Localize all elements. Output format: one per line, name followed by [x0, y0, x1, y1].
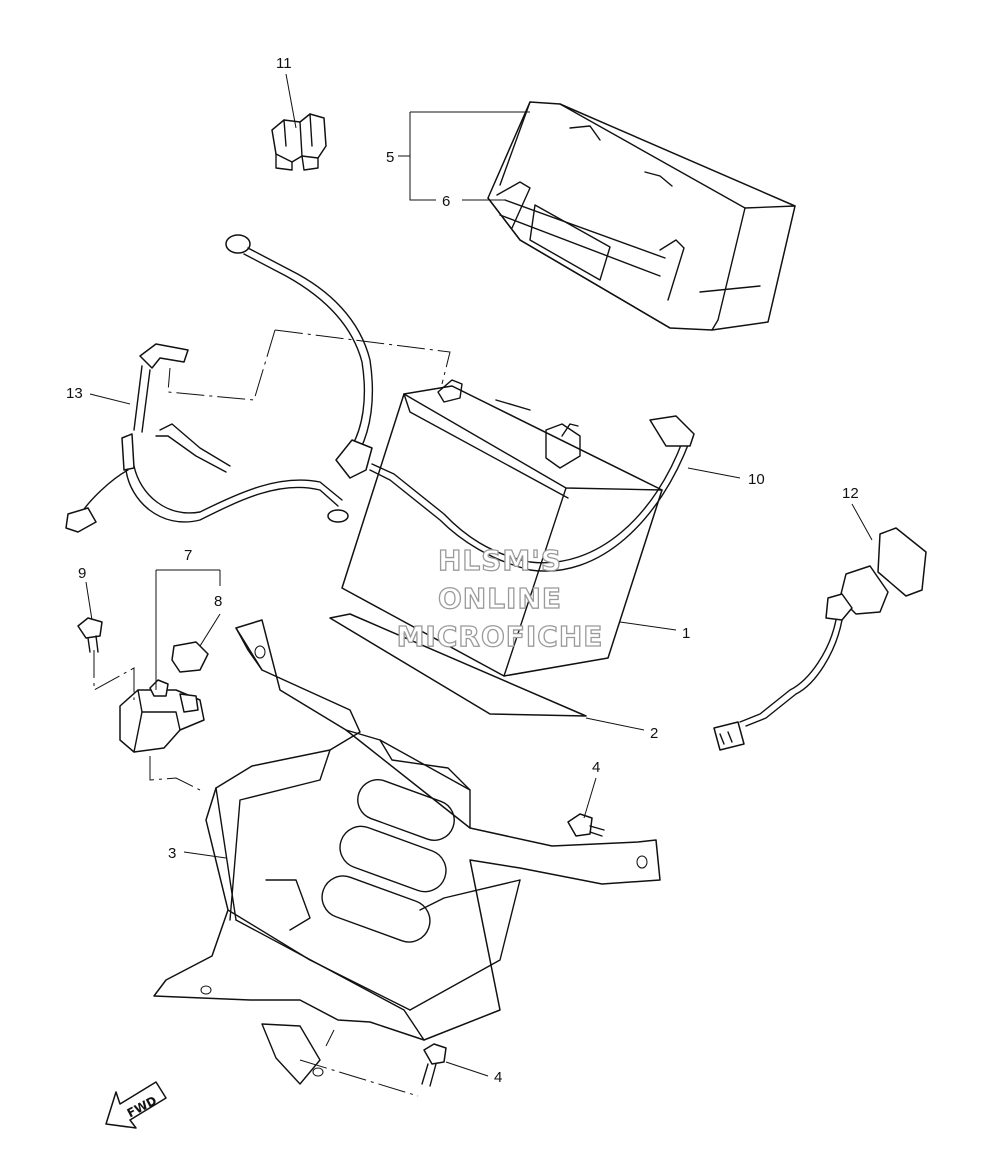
cover-strap[interactable] [499, 199, 666, 277]
callout-2[interactable]: 2 [650, 725, 658, 742]
forward-direction-arrow: FWD [105, 1081, 167, 1129]
watermark-line-3: MICROFICHE [397, 620, 604, 653]
cable-clip[interactable] [271, 113, 327, 171]
callout-11[interactable]: 11 [276, 55, 292, 72]
battery[interactable] [341, 379, 663, 677]
battery-cover[interactable] [487, 101, 796, 331]
relay-bolt[interactable] [77, 617, 103, 653]
callout-4-upper[interactable]: 4 [592, 759, 600, 776]
callout-4-lower[interactable]: 4 [494, 1069, 502, 1086]
box-bolt-upper[interactable] [567, 813, 605, 837]
callout-1[interactable]: 1 [682, 625, 690, 642]
callout-6[interactable]: 6 [442, 193, 450, 210]
accessory-socket[interactable] [713, 527, 927, 751]
callout-10[interactable]: 10 [748, 471, 765, 488]
fuse[interactable] [171, 641, 209, 673]
box-bolt-lower[interactable] [421, 1043, 447, 1087]
callout-3[interactable]: 3 [168, 845, 176, 862]
callout-12[interactable]: 12 [842, 485, 859, 502]
watermark: HLSM'S ONLINE MICROFICHE [396, 543, 604, 653]
callout-7[interactable]: 7 [184, 547, 192, 564]
callout-5[interactable]: 5 [386, 149, 394, 166]
battery-pad[interactable] [329, 613, 587, 717]
callout-8[interactable]: 8 [214, 593, 222, 610]
sub-wire-harness[interactable] [65, 343, 349, 533]
assembly-dash-lines [93, 329, 451, 1097]
negative-battery-lead[interactable] [225, 234, 374, 479]
watermark-line-2: ONLINE [438, 582, 562, 615]
callout-labels: 11 5 6 13 10 12 7 9 8 1 2 4 3 4 [66, 55, 859, 1086]
callout-13[interactable]: 13 [66, 385, 83, 402]
callout-9[interactable]: 9 [78, 565, 86, 582]
battery-box[interactable] [153, 619, 661, 1085]
watermark-line-1: HLSM'S [438, 544, 562, 577]
starter-relay[interactable] [119, 679, 205, 753]
positive-battery-lead[interactable] [369, 415, 695, 572]
leader-lines [85, 73, 873, 1077]
